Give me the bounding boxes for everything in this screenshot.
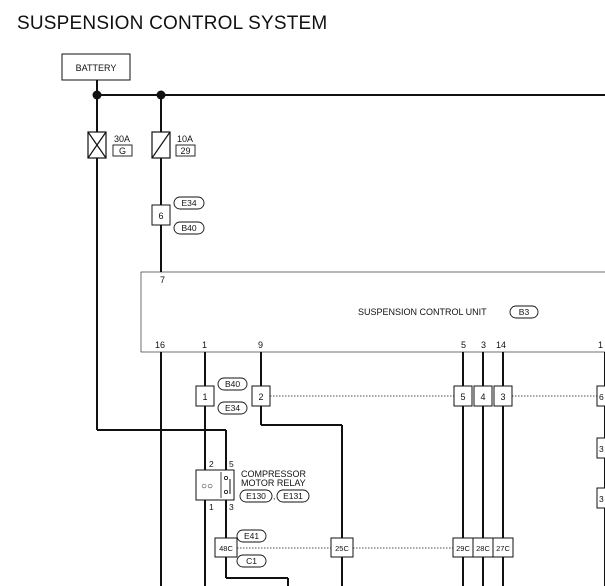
connector-6-pin: 6 <box>158 211 163 221</box>
fuse-30a-cross-b <box>87 131 107 159</box>
connector-right[interactable]: 5 4 3 <box>453 385 513 407</box>
fuse-30a[interactable] <box>87 131 107 159</box>
edge-box-2 <box>596 437 605 459</box>
relay-label-line1: COMPRESSOR <box>241 469 307 479</box>
connector-b40-oval <box>173 221 205 235</box>
connector-b40-e34[interactable]: 1 2 <box>195 385 271 407</box>
unit-name: SUSPENSION CONTROL UNIT <box>358 307 487 317</box>
joint-connector[interactable]: 48C 25C 29C 28C 27C <box>214 537 514 558</box>
edge-pin-2: 3 <box>599 444 604 454</box>
unit-pin-edge: 1 <box>598 340 603 350</box>
connector-right-pin3: 3 <box>500 392 505 402</box>
relay-pin-3: 3 <box>229 502 234 512</box>
connector-e34-oval-2 <box>217 401 248 415</box>
battery-label: BATTERY <box>76 63 117 73</box>
connector-6[interactable]: 6 <box>151 204 171 226</box>
connector-c1-oval <box>236 554 267 568</box>
fuse-30a-code-box <box>112 144 133 157</box>
relay-connector-e131-oval <box>276 489 310 503</box>
relay-connector-e130: E130 <box>246 491 266 501</box>
unit-pin-9: 9 <box>258 340 263 350</box>
relay-connector-e130-oval <box>239 489 273 503</box>
suspension-control-unit[interactable]: SUSPENSION CONTROL UNIT B3 7 16 1 9 5 3 … <box>140 271 605 353</box>
connector-b40-e34-pin2: 2 <box>258 392 263 402</box>
unit-connector-oval <box>509 305 539 319</box>
unit-pin-16: 16 <box>155 340 165 350</box>
joint-27c-box <box>492 537 514 558</box>
joint-pin-48c: 48C <box>219 544 233 553</box>
diagram-title: SUSPENSION CONTROL SYSTEM <box>17 13 328 34</box>
unit-pin-7: 7 <box>160 275 165 285</box>
relay-connector-e131: E131 <box>283 491 303 501</box>
unit-pin-5: 5 <box>461 340 466 350</box>
connector-e41-oval <box>236 529 267 543</box>
connector-b40-e34-pin1: 1 <box>202 392 207 402</box>
connector-b40-e34-pin1-box <box>195 385 215 407</box>
relay-coil-symbol: ○○ <box>201 481 213 492</box>
connector-c1-code: C1 <box>246 556 257 566</box>
connector-right-pin5: 5 <box>460 392 465 402</box>
connector-b40-code: B40 <box>181 223 196 233</box>
unit-pin-1: 1 <box>202 340 207 350</box>
edge-box-3 <box>596 487 605 509</box>
connector-right-pin4: 4 <box>480 392 485 402</box>
fuse-10a-code-box <box>175 144 196 157</box>
joint-pin-25c: 25C <box>335 544 349 553</box>
edge-box-1 <box>596 385 605 407</box>
fuse-10a-element <box>151 131 171 159</box>
joint-pin-29c: 29C <box>456 544 470 553</box>
compressor-motor-relay[interactable]: ○○ <box>195 469 235 501</box>
relay-body <box>195 469 235 501</box>
fuse-10a-code: 29 <box>180 146 190 156</box>
unit-connector-code: B3 <box>519 307 530 317</box>
connector-b40-code-2: B40 <box>225 379 240 389</box>
relay-label-line2: MOTOR RELAY <box>241 478 306 488</box>
edge-pin-3: 3 <box>599 494 604 504</box>
relay-pin-5: 5 <box>229 459 234 469</box>
joint-pin-28c: 28C <box>476 544 490 553</box>
connector-e34-oval <box>173 196 205 210</box>
relay-connector-separator: , <box>273 491 275 501</box>
relay-contact-top <box>223 475 228 480</box>
joint-48c-box <box>214 537 238 558</box>
fuse-30a-rating: 30A <box>114 134 130 144</box>
connector-e34-code-2: E34 <box>225 403 240 413</box>
edge-pin-1: 6 <box>599 392 604 402</box>
fuse-30a-code: G <box>119 146 126 156</box>
relay-pin-1: 1 <box>209 502 214 512</box>
battery[interactable]: BATTERY <box>61 53 131 81</box>
relay-contact-bottom <box>223 489 228 494</box>
fuse-10a[interactable] <box>151 131 171 159</box>
relay-pin-2: 2 <box>209 459 214 469</box>
battery-box <box>61 53 131 81</box>
joint-25c-box <box>330 537 354 558</box>
joint-pin-27c: 27C <box>496 544 510 553</box>
connector-e41-code: E41 <box>244 531 259 541</box>
connector-b40-oval-2 <box>217 377 248 391</box>
connector-e34-code: E34 <box>181 198 196 208</box>
unit-pin-3: 3 <box>481 340 486 350</box>
fuse-10a-rating: 10A <box>177 134 193 144</box>
unit-pin-14: 14 <box>496 340 506 350</box>
